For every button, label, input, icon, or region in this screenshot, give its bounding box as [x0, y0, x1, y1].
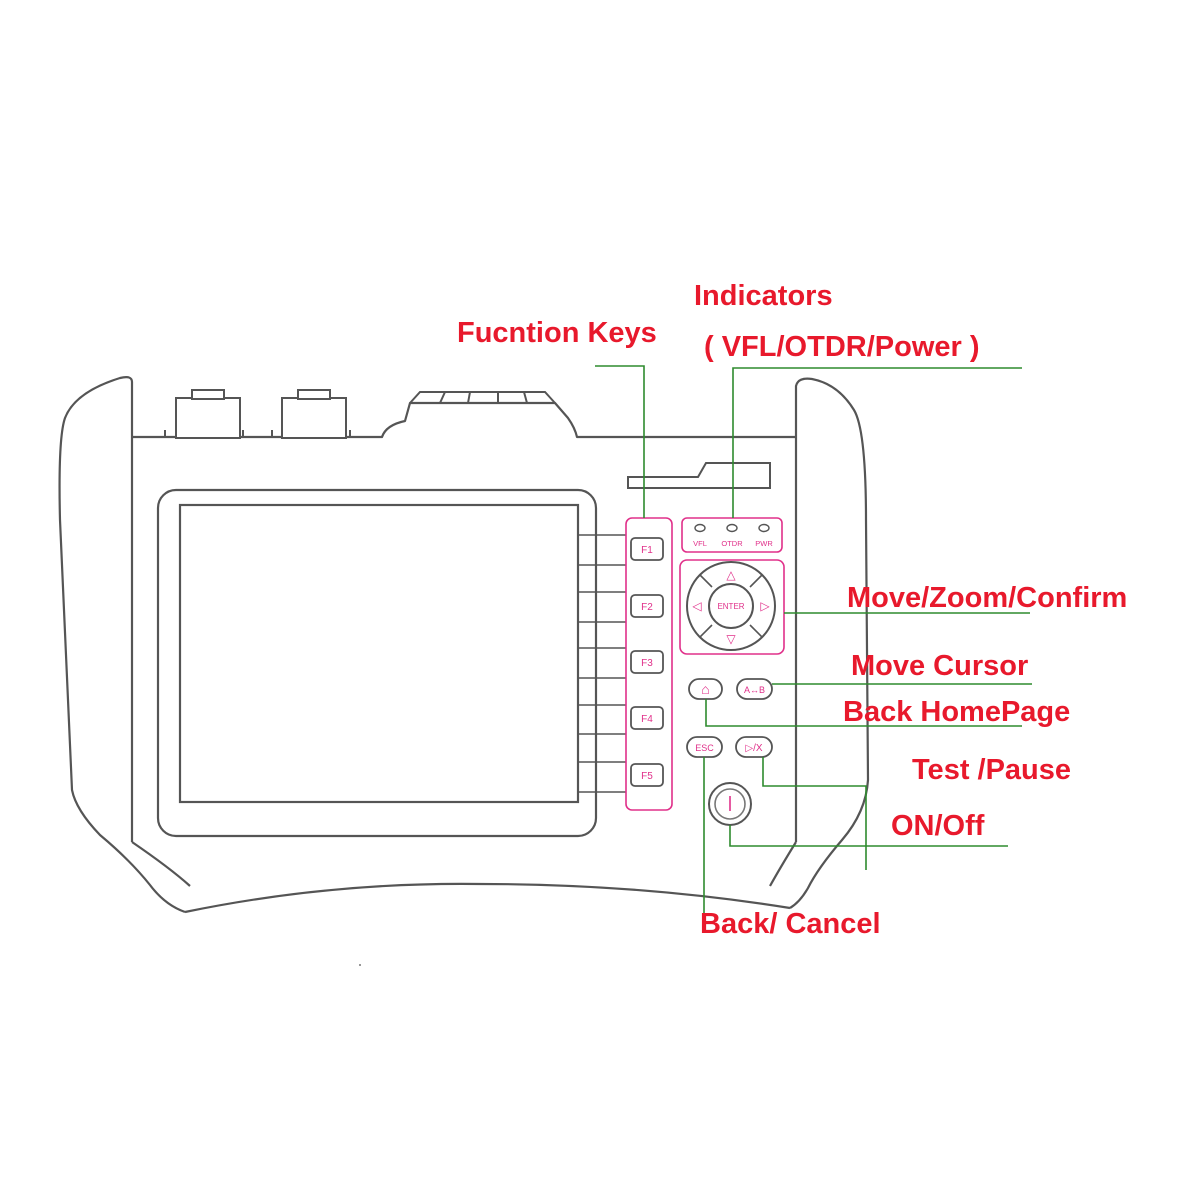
- function-key-f4[interactable]: [630, 706, 664, 730]
- callout-on-off: ON/Off: [891, 810, 985, 842]
- function-key-label-f2: F2: [641, 602, 653, 613]
- callout-move-zoom-confirm: Move/Zoom/Confirm: [847, 582, 1128, 614]
- dpad-right-icon[interactable]: ▷: [760, 599, 770, 613]
- dpad-down-icon[interactable]: ▽: [726, 632, 736, 646]
- indicator-label-pwr: PWR: [755, 539, 773, 548]
- home-icon: ⌂: [701, 681, 709, 697]
- indicator-panel: [681, 517, 783, 553]
- function-key-label-f3: F3: [641, 658, 653, 669]
- otdr-led: [726, 523, 738, 533]
- bottom-edge: [184, 882, 791, 914]
- screen-bezel: [156, 488, 598, 838]
- callout-indicators-title: Indicators: [694, 280, 833, 312]
- leader-lines: [595, 365, 1032, 930]
- port-left: [175, 397, 241, 439]
- ab-label: A↔B: [744, 685, 765, 695]
- ab-button[interactable]: [736, 678, 773, 700]
- callout-indicators-sub: ( VFL/OTDR/Power ): [704, 331, 980, 363]
- function-key-f5[interactable]: [630, 763, 664, 787]
- top-rail: [132, 401, 796, 439]
- card-slot: [627, 462, 771, 489]
- connector-ports: [164, 389, 351, 439]
- right-bumper: [789, 377, 870, 909]
- leader-on-off: [729, 825, 1008, 847]
- indicator-label-otdr: OTDR: [721, 539, 743, 548]
- function-key-label-f1: F1: [641, 545, 653, 556]
- function-key-group: [625, 517, 673, 811]
- callout-function-keys: Fucntion Keys: [457, 317, 657, 349]
- dpad-left-icon[interactable]: ◁: [692, 599, 702, 613]
- callout-move-cursor: Move Cursor: [851, 650, 1029, 682]
- leader-test-pause: [762, 757, 867, 870]
- callout-test-pause: Test /Pause: [912, 754, 1072, 786]
- test-pause-button[interactable]: [735, 736, 773, 758]
- top-handle: [409, 391, 556, 404]
- function-key-f1[interactable]: [630, 537, 664, 561]
- indicator-label-vfl: VFL: [693, 539, 707, 548]
- function-key-label-f4: F4: [641, 714, 653, 725]
- function-key-f2[interactable]: [630, 594, 664, 618]
- leader-function-keys: [595, 365, 645, 518]
- callout-back-homepage: Back HomePage: [843, 696, 1071, 728]
- device-body: [58, 376, 870, 914]
- dpad-frame: [679, 559, 785, 655]
- left-bumper: [58, 376, 186, 914]
- vfl-led: [694, 523, 706, 533]
- test-pause-label: ▷/X: [745, 743, 762, 754]
- pwr-led: [758, 523, 770, 533]
- callout-back-cancel: Back/ Cancel: [700, 908, 881, 940]
- indicator-leds: [694, 523, 770, 533]
- port-right: [281, 397, 347, 439]
- leader-back-home: [705, 699, 1022, 727]
- esc-label: ESC: [695, 743, 714, 753]
- dpad-up-icon[interactable]: △: [726, 568, 736, 582]
- screen-display: [178, 503, 580, 804]
- screen-key-lines: [578, 534, 626, 793]
- function-key-f3[interactable]: [630, 650, 664, 674]
- function-key-label-f5: F5: [641, 771, 653, 782]
- enter-button[interactable]: [708, 583, 754, 629]
- enter-label: ENTER: [717, 602, 744, 611]
- leader-indicators: [732, 367, 1022, 518]
